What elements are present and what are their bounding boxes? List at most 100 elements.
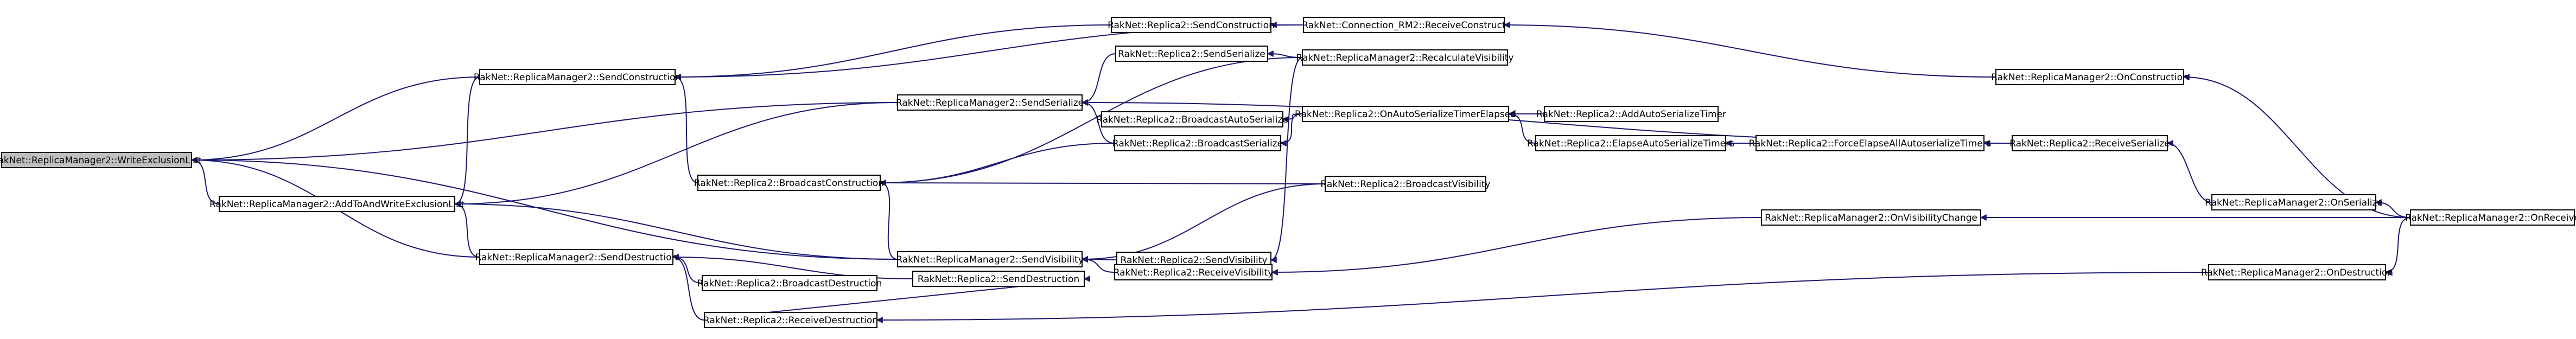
- node-label: RakNet::ReplicaManager2::OnVisibilityCha…: [1765, 213, 1977, 223]
- node-label: RakNet::ReplicaManager2::WriteExclusionL…: [0, 155, 201, 166]
- node-box: [897, 251, 1083, 267]
- node-box: [1544, 106, 1719, 122]
- node-add-to-and-write-exclusion-list[interactable]: RakNet::ReplicaManager2::AddToAndWriteEx…: [209, 196, 465, 212]
- node-label: RakNet::ReplicaManager2::SendConstructio…: [474, 72, 681, 83]
- node-box: [1114, 264, 1273, 280]
- node-rm2-on-serialize[interactable]: RakNet::ReplicaManager2::OnSerialize: [2205, 194, 2383, 210]
- node-replica2-force-elapse-all-autoserialize-timers[interactable]: RakNet::Replica2::ForceElapseAllAutoseri…: [1748, 135, 1992, 151]
- node-box: [1302, 106, 1509, 122]
- node-box: [912, 271, 1085, 287]
- node-box: [1111, 17, 1271, 33]
- node-box: [697, 175, 881, 191]
- node-box: [1101, 111, 1283, 127]
- node-label: RakNet::ReplicaManager2::AddToAndWriteEx…: [209, 199, 465, 210]
- edge-rm2-recalculate-visibility-to-replica2-broadcast-construction: [879, 57, 1303, 186]
- edge-replica2-receive-visibility-to-rm2-send-visibility: [1081, 256, 1115, 273]
- node-label: RakNet::ReplicaManager2::SendVisibility: [896, 254, 1083, 265]
- node-replica2-receive-serialize[interactable]: RakNet::Replica2::ReceiveSerialize: [2009, 135, 2170, 151]
- node-box: [1995, 69, 2184, 85]
- edge-rm2-recalculate-visibility-to-replica2-send-serialize: [1267, 50, 1303, 58]
- node-rm2-send-serialize[interactable]: RakNet::ReplicaManager2::SendSerialize: [896, 94, 1084, 111]
- node-replica2-send-construction[interactable]: RakNet::Replica2::SendConstruction: [1108, 17, 1275, 33]
- node-replica2-send-serialize[interactable]: RakNet::Replica2::SendSerialize: [1115, 46, 1268, 62]
- node-replica2-broadcast-destruction[interactable]: RakNet::Replica2::BroadcastDestruction: [697, 275, 882, 291]
- node-label: RakNet::Replica2::SendConstruction: [1108, 20, 1275, 31]
- edge-add-to-and-write-exclusion-list-to-write-exclusion-list: [190, 157, 220, 204]
- edge-rm2-send-serialize-to-add-to-and-write-exclusion-list: [454, 102, 898, 207]
- edge-rm2-recalculate-visibility-to-replica2-send-visibility: [1270, 57, 1303, 263]
- node-replica2-receive-destruction[interactable]: RakNet::Replica2::ReceiveDestruction: [703, 312, 878, 328]
- node-box: [1115, 46, 1268, 62]
- edge-replica2-broadcast-construction-to-rm2-send-construction: [674, 74, 698, 183]
- node-replica2-send-destruction[interactable]: RakNet::Replica2::SendDestruction: [912, 271, 1085, 287]
- node-label: RakNet::Replica2::BroadcastConstruction: [694, 178, 884, 189]
- node-box: [1761, 209, 1981, 226]
- edge-replica2-broadcast-serialize-to-replica2-broadcast-construction: [879, 143, 1115, 186]
- node-label: RakNet::ReplicaManager2::RecalculateVisi…: [1296, 53, 1514, 63]
- edge-replica2-on-auto-serialize-timer-elapsed-to-replica2-broadcast-serialize: [1280, 113, 1303, 146]
- node-rm2-on-visibility-change[interactable]: RakNet::ReplicaManager2::OnVisibilityCha…: [1761, 209, 1981, 226]
- edge-replica2-elapse-auto-serialize-timers-to-replica2-on-auto-serialize-timer-elapsed: [1508, 111, 1536, 144]
- node-label: RakNet::ReplicaManager2::OnReceive: [2405, 213, 2576, 223]
- node-rm2-on-construction[interactable]: RakNet::ReplicaManager2::OnConstruction: [1991, 69, 2189, 85]
- edge-rm2-on-receive-to-rm2-on-destruction: [2384, 217, 2411, 276]
- node-label: RakNet::ReplicaManager2::OnConstruction: [1991, 72, 2189, 83]
- edge-replica2-broadcast-destruction-to-rm2-send-destruction: [672, 254, 703, 284]
- node-rm2-send-destruction[interactable]: RakNet::ReplicaManager2::SendDestruction: [475, 249, 678, 265]
- node-connection-rm2-receive-construct[interactable]: RakNet::Connection_RM2::ReceiveConstruct: [1302, 17, 1506, 33]
- node-label: RakNet::Replica2::ForceElapseAllAutoseri…: [1748, 138, 1991, 149]
- node-box: [479, 69, 676, 85]
- node-rm2-recalculate-visibility[interactable]: RakNet::ReplicaManager2::RecalculateVisi…: [1296, 49, 1514, 66]
- node-box: [702, 275, 877, 291]
- node-label: RakNet::Replica2::SendVisibility: [1121, 255, 1268, 266]
- node-replica2-receive-visibility[interactable]: RakNet::Replica2::ReceiveVisibility: [1114, 264, 1274, 280]
- node-replica2-broadcast-serialize[interactable]: RakNet::Replica2::BroadcastSerialize: [1112, 135, 1283, 151]
- node-label: RakNet::Replica2::OnAutoSerializeTimerEl…: [1295, 109, 1516, 120]
- node-replica2-elapse-auto-serialize-timers[interactable]: RakNet::Replica2::ElapseAutoSerializeTim…: [1527, 135, 1734, 151]
- node-label: RakNet::Replica2::BroadcastAutoSerialize: [1096, 114, 1288, 125]
- edge-replica2-broadcast-serialize-to-rm2-send-serialize: [1081, 99, 1115, 144]
- node-label: RakNet::ReplicaManager2::OnDestruction: [2201, 267, 2393, 278]
- edge-replica2-send-construction-to-rm2-send-construction: [674, 24, 1112, 80]
- node-rm2-send-visibility[interactable]: RakNet::ReplicaManager2::SendVisibility: [896, 251, 1084, 267]
- node-label: RakNet::ReplicaManager2::SendSerialize: [896, 98, 1084, 108]
- node-label: RakNet::Connection_RM2::ReceiveConstruct: [1302, 20, 1506, 31]
- node-label: RakNet::Replica2::SendDestruction: [918, 274, 1079, 285]
- edge-replica2-broadcast-visibility-to-rm2-send-visibility: [1081, 183, 1326, 263]
- node-label: RakNet::ReplicaManager2::OnSerialize: [2205, 197, 2383, 208]
- node-label: RakNet::Replica2::BroadcastDestruction: [697, 278, 882, 289]
- edge-rm2-send-visibility-to-add-to-and-write-exclusion-list: [454, 201, 898, 260]
- edge-rm2-send-construction-to-write-exclusion-list: [190, 76, 480, 163]
- node-rm2-send-construction[interactable]: RakNet::ReplicaManager2::SendConstructio…: [474, 69, 681, 85]
- node-replica2-broadcast-auto-serialize[interactable]: RakNet::Replica2::BroadcastAutoSerialize: [1096, 111, 1288, 127]
- edge-rm2-send-serialize-to-write-exclusion-list: [190, 102, 898, 163]
- edge-rm2-send-destruction-to-add-to-and-write-exclusion-list: [454, 201, 480, 258]
- edge-replica2-receive-destruction-to-rm2-send-destruction: [672, 254, 705, 321]
- edge-rm2-send-visibility-to-write-exclusion-list: [190, 157, 898, 260]
- node-label: RakNet::Replica2::ReceiveDestruction: [703, 315, 878, 326]
- node-rm2-on-receive[interactable]: RakNet::ReplicaManager2::OnReceive: [2405, 209, 2576, 226]
- node-rm2-on-destruction[interactable]: RakNet::ReplicaManager2::OnDestruction: [2201, 264, 2393, 280]
- node-label: RakNet::Replica2::SendSerialize: [1118, 49, 1265, 60]
- node-replica2-broadcast-visibility[interactable]: RakNet::Replica2::BroadcastVisibility: [1320, 176, 1491, 192]
- node-box: [1756, 135, 1985, 151]
- node-box: [2012, 135, 2168, 151]
- node-label: RakNet::Replica2::ElapseAutoSerializeTim…: [1527, 138, 1734, 149]
- node-label: RakNet::Replica2::AddAutoSerializeTimer: [1536, 109, 1726, 120]
- node-box: [1114, 135, 1281, 151]
- node-write-exclusion-list[interactable]: RakNet::ReplicaManager2::WriteExclusionL…: [0, 152, 201, 168]
- edge-rm2-send-construction-to-add-to-and-write-exclusion-list: [454, 76, 480, 207]
- node-box: [1302, 49, 1508, 66]
- node-box: [897, 94, 1083, 111]
- edge-rm2-on-visibility-change-to-replica2-receive-visibility: [1271, 217, 1762, 276]
- edge-replica2-broadcast-visibility-to-replica2-broadcast-construction: [879, 180, 1326, 187]
- node-replica2-add-auto-serialize-timer[interactable]: RakNet::Replica2::AddAutoSerializeTimer: [1536, 106, 1726, 122]
- node-replica2-broadcast-construction[interactable]: RakNet::Replica2::BroadcastConstruction: [694, 175, 884, 191]
- node-box: [1325, 176, 1486, 192]
- node-box: [1303, 17, 1505, 33]
- edge-rm2-on-destruction-to-replica2-receive-destruction: [876, 272, 2209, 323]
- node-replica2-on-auto-serialize-timer-elapsed[interactable]: RakNet::Replica2::OnAutoSerializeTimerEl…: [1295, 106, 1516, 122]
- node-box: [2211, 194, 2376, 210]
- node-label: RakNet::ReplicaManager2::SendDestruction: [475, 252, 678, 263]
